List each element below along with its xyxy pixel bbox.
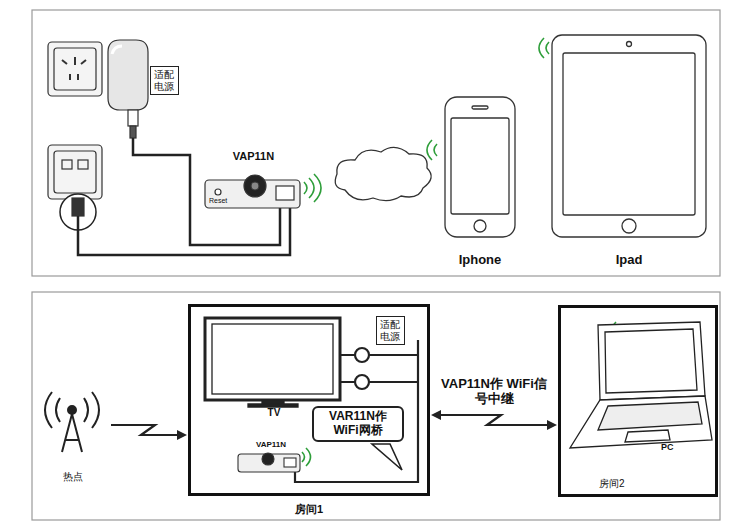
node-text: 适配电源 <box>154 69 175 92</box>
wifi-waves <box>302 38 620 466</box>
node-text: VAP11N <box>205 150 302 163</box>
pc-device: PC <box>565 318 713 463</box>
wireless-link <box>433 415 555 425</box>
room-box: 房间1TV适配电源VAR11N作 WiFi网桥VAP11N <box>188 304 430 496</box>
node-text: Ipad <box>550 253 708 268</box>
wireless-link <box>111 425 185 435</box>
adapter-label: 适配电源 <box>376 316 405 345</box>
callout-tail <box>372 444 402 470</box>
room-box: 房间2 PC <box>558 305 718 497</box>
node-text: Reset <box>209 197 227 205</box>
device-box: VAP11N Reset <box>205 150 302 210</box>
ethernet-jack <box>48 145 102 230</box>
node-text: VAP11N <box>236 440 306 449</box>
room1-cables <box>295 340 418 482</box>
bottom-panel <box>32 292 720 520</box>
device-box: VAP11N <box>236 440 306 476</box>
tv-device: TV <box>200 314 348 420</box>
ipad-illustration <box>552 35 706 237</box>
cloud <box>335 147 431 200</box>
callout-box: VAR11N作 WiFi网桥 <box>312 406 404 442</box>
tv-illustration <box>205 318 340 407</box>
hotspot-antenna <box>45 392 99 452</box>
node-text: PC <box>661 442 674 452</box>
iphone-illustration <box>445 97 515 237</box>
node-text: 热点 <box>38 471 108 483</box>
adapter-label: 适配电源 <box>150 66 179 95</box>
top-panel <box>32 10 720 276</box>
vap11n-device <box>205 175 300 208</box>
wall-outlet <box>48 42 102 96</box>
ipad-device: Ipad <box>550 33 708 273</box>
link-label: VAP11N作 WiFi信号中继 <box>434 375 554 408</box>
laptop-illustration <box>570 322 712 448</box>
vap11n-device-room1 <box>238 453 300 472</box>
hotspot: 热点 <box>38 385 108 485</box>
power-adapter <box>108 40 148 138</box>
node-text: 房间1 <box>191 503 427 516</box>
node-text: Iphone <box>443 253 517 268</box>
ethernet-cable <box>78 208 290 255</box>
node-text: 适配电源 <box>380 319 401 342</box>
node-text: 房间2 <box>599 478 625 490</box>
node-text: VAR11N作 WiFi网桥 <box>319 410 397 438</box>
iphone-device: Iphone <box>443 95 517 273</box>
